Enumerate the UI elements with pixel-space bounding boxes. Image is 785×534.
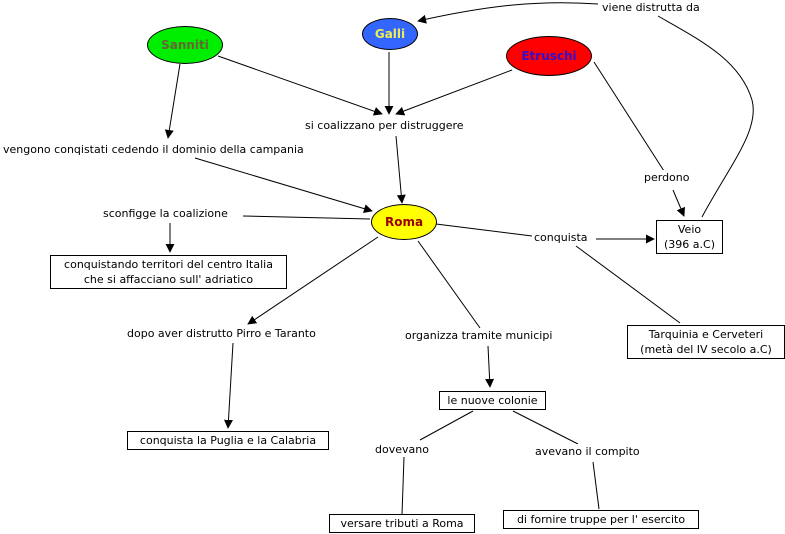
- concept-tributi[interactable]: versare tributi a Roma: [329, 514, 475, 533]
- concept-tarquinia-line2: (metà del IV secolo a.C): [640, 343, 772, 356]
- edge-dovevano-tributi: [401, 456, 405, 516]
- concept-etruschi-label: Etruschi: [521, 48, 577, 63]
- link-organizza[interactable]: organizza tramite municipi: [403, 328, 555, 343]
- edge-sanniti-coalizzano: [217, 55, 383, 116]
- edge-conquista-tarquinia: [575, 245, 681, 324]
- edge-organizza-colonie: [485, 345, 495, 388]
- concept-centro-italia-line2: che si affacciano sull' adriatico: [83, 273, 254, 286]
- edge-colonie-avevano: [512, 410, 579, 445]
- link-viene-distrutta[interactable]: viene distrutta da: [600, 0, 702, 15]
- concept-galli[interactable]: Galli: [362, 18, 418, 50]
- edge-etruschi-coalizzano: [395, 69, 513, 116]
- edge-avevano-truppe: [592, 461, 600, 510]
- concept-veio[interactable]: Veio (396 a.C): [656, 220, 723, 254]
- edge-etruschi-perdono: [593, 61, 665, 172]
- edge-coalizzano-roma: [395, 135, 406, 204]
- concept-sanniti-label: Sanniti: [161, 37, 209, 52]
- edge-perdono-veio: [672, 189, 685, 217]
- edge-roma-organizza: [417, 240, 481, 329]
- concept-centro-italia[interactable]: conquistando territori del centro Italia…: [50, 255, 287, 289]
- edge-distrutta-galli: [417, 2, 599, 24]
- concept-veio-line2: (396 a.C): [664, 238, 715, 251]
- edge-vengono-roma: [194, 157, 373, 213]
- link-vengono-conquistati[interactable]: vengono conqistati cedendo il dominio de…: [1, 142, 306, 157]
- edge-dopo-puglia: [223, 342, 234, 429]
- concept-sanniti[interactable]: Sanniti: [147, 26, 223, 64]
- edge-colonie-dovevano: [419, 410, 474, 441]
- edge-roma-sconfigge: [242, 215, 371, 220]
- link-dopo-aver[interactable]: dopo aver distrutto Pirro e Taranto: [125, 326, 318, 341]
- link-dovevano[interactable]: dovevano: [373, 442, 431, 457]
- concept-centro-italia-line1: conquistando territori del centro Italia: [64, 258, 273, 271]
- concept-roma-label: Roma: [384, 214, 424, 229]
- link-avevano[interactable]: avevano il compito: [533, 444, 642, 459]
- concept-veio-line1: Veio: [677, 223, 702, 236]
- link-coalizzano[interactable]: si coalizzano per distruggere: [303, 118, 466, 133]
- edge-veio-distrutta: [657, 15, 754, 218]
- concept-colonie[interactable]: le nuove colonie: [439, 391, 546, 410]
- concept-tarquinia[interactable]: Tarquinia e Cerveteri (metà del IV secol…: [627, 325, 785, 359]
- edge-sanniti-vengono: [164, 63, 181, 139]
- concept-puglia[interactable]: conquista la Puglia e la Calabria: [127, 431, 329, 450]
- edge-roma-conquista: [435, 223, 533, 237]
- link-conquista[interactable]: conquista: [532, 230, 590, 245]
- concept-etruschi[interactable]: Etruschi: [506, 36, 592, 76]
- concept-roma[interactable]: Roma: [371, 204, 437, 240]
- concept-tarquinia-line1: Tarquinia e Cerveteri: [648, 328, 764, 341]
- concept-galli-label: Galli: [374, 26, 406, 41]
- link-perdono[interactable]: perdono: [642, 170, 692, 185]
- edge-roma-dopo: [247, 236, 379, 325]
- concept-truppe[interactable]: di fornire truppe per l' esercito: [503, 510, 699, 529]
- link-sconfigge[interactable]: sconfigge la coalizione: [101, 206, 230, 221]
